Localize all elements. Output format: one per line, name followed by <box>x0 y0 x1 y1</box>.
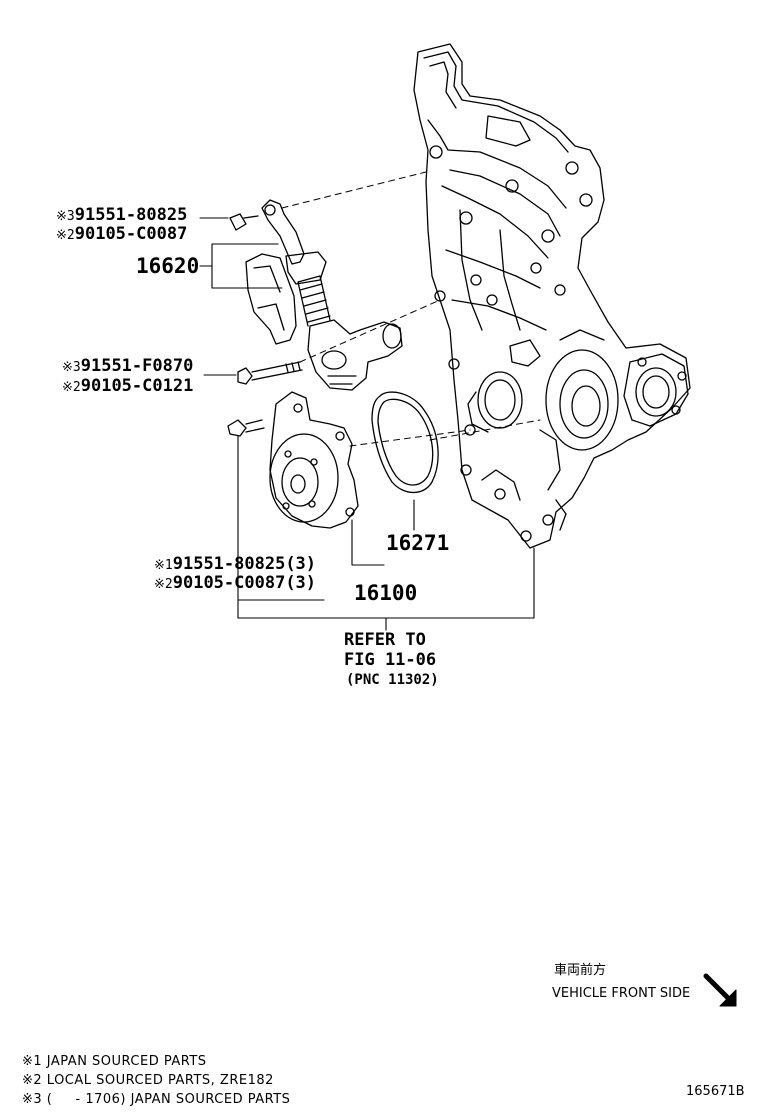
water-pump-illustration <box>227 391 359 529</box>
figure-id: 165671B <box>686 1084 745 1099</box>
note-mark: ※2 <box>154 577 173 592</box>
note-mark: ※1 <box>154 558 173 573</box>
callout-bolt-mid-2: ※290105-C0121 <box>62 376 193 398</box>
note-mark: ※2 <box>62 380 81 395</box>
callout-bolt-top-1: ※391551-80825 <box>56 205 187 227</box>
part-number: 91551-80825(3) <box>172 554 317 574</box>
footnote-3: ※3 ( - 1706) JAPAN SOURCED PARTS <box>22 1092 291 1107</box>
callout-bolt-low-2: ※290105-C0087(3) <box>154 573 316 595</box>
callout-bolt-low-1: ※191551-80825(3) <box>154 554 316 576</box>
part-number: 90105-C0087 <box>74 224 188 244</box>
callout-water-pump: 16100 <box>354 581 418 605</box>
note-mark: ※3 <box>62 360 81 375</box>
gasket-illustration <box>371 391 439 494</box>
callout-bolt-mid-1: ※391551-F0870 <box>62 356 193 378</box>
note-mark: ※2 <box>56 228 75 243</box>
reference-line-1: REFER TO <box>344 630 426 650</box>
front-direction-arrow <box>703 973 737 1007</box>
leader-lines <box>199 217 535 631</box>
timing-cover-illustration <box>413 43 691 549</box>
chain-tensioner-illustration <box>229 199 403 391</box>
assembly-dash-lines <box>281 171 541 447</box>
part-number: 91551-F0870 <box>80 356 194 376</box>
callout-gasket: 16271 <box>386 531 450 555</box>
reference-line-2: FIG 11-06 <box>344 650 437 670</box>
part-number: 91551-80825 <box>74 205 188 225</box>
orientation-japanese: 車両前方 <box>554 963 607 978</box>
orientation-english: VEHICLE FRONT SIDE <box>552 986 691 1001</box>
callout-bolt-top-2: ※290105-C0087 <box>56 224 187 246</box>
note-mark: ※3 <box>56 209 75 224</box>
callout-tensioner: 16620 <box>136 254 200 278</box>
reference-line-3: (PNC 11302) <box>346 672 439 688</box>
footnote-2: ※2 LOCAL SOURCED PARTS, ZRE182 <box>22 1073 274 1088</box>
part-number: 90105-C0087(3) <box>172 573 317 593</box>
footnote-1: ※1 JAPAN SOURCED PARTS <box>22 1054 207 1069</box>
part-number: 90105-C0121 <box>80 376 194 396</box>
